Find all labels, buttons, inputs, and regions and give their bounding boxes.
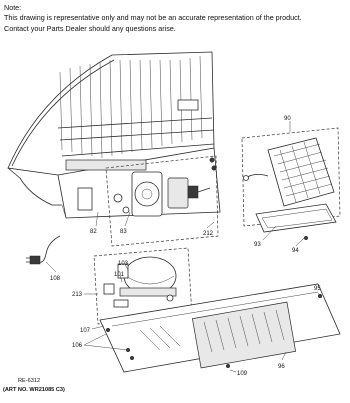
callout-96: 96 <box>278 364 285 370</box>
defrost-heater-group <box>241 127 341 227</box>
drain-pan-group <box>255 203 337 241</box>
callout-108: 108 <box>50 276 61 282</box>
callout-101: 101 <box>114 272 125 278</box>
ref-number: RE-6312 <box>18 378 40 384</box>
leader-lines <box>45 121 323 373</box>
art-reference: RE-6312 (ART NO. WR21085 C3) <box>3 378 65 393</box>
disclaimer-note: Note: This drawing is representative onl… <box>4 3 348 34</box>
callout-83: 83 <box>120 229 127 235</box>
note-heading: Note: <box>4 3 22 12</box>
cabinet-back <box>7 51 221 219</box>
callout-213: 213 <box>72 292 83 298</box>
callout-103: 103 <box>118 261 129 267</box>
callout-labels: 90 93 94 82 83 212 108 103 101 213 107 1… <box>50 116 321 377</box>
callout-212: 212 <box>203 231 214 237</box>
fan-assembly-group <box>105 155 219 247</box>
art-number: (ART NO. WR21085 C3) <box>3 387 65 393</box>
callout-106: 106 <box>72 343 83 349</box>
rear-access-cover <box>99 283 341 373</box>
note-line-2: Contact your Parts Dealer should any que… <box>4 23 176 33</box>
callout-109: 109 <box>237 371 248 377</box>
callout-90: 90 <box>284 116 291 122</box>
power-cord <box>26 235 61 265</box>
callout-95: 95 <box>314 286 321 292</box>
callout-82: 82 <box>90 229 97 235</box>
callout-93: 93 <box>254 242 261 248</box>
callout-107: 107 <box>80 328 91 334</box>
note-line-1: This drawing is representative only and … <box>4 13 302 23</box>
callout-94: 94 <box>292 248 299 254</box>
